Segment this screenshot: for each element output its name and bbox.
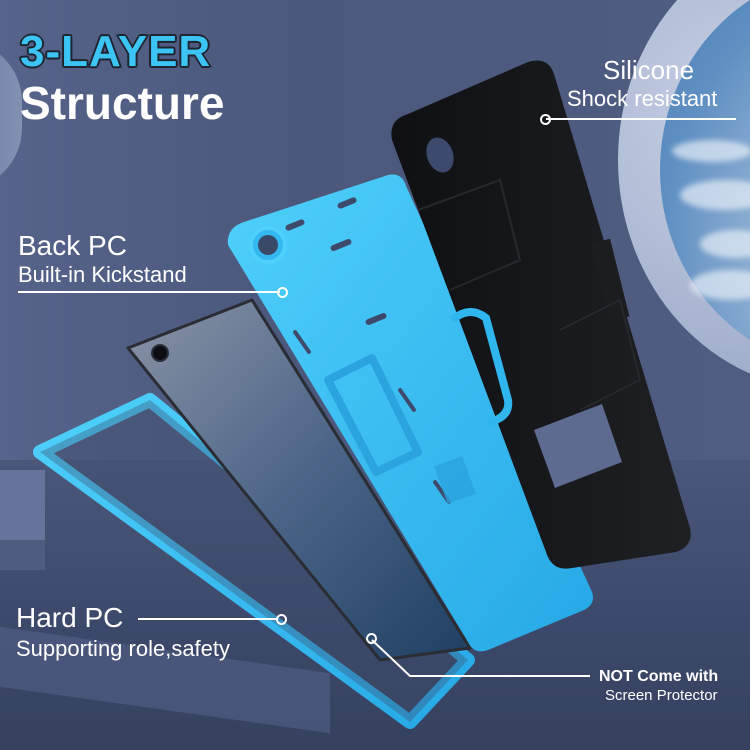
back-pc-shell [227, 174, 594, 652]
tablet-camera-icon [151, 344, 169, 362]
back-pc-callout-title: Back PC [18, 230, 127, 261]
screen-protector-callout-subtitle: Screen Protector [605, 687, 718, 704]
screen-protector-callout-title: NOT Come with [599, 668, 719, 685]
screen-protector-callout-marker [366, 633, 377, 644]
hard-pc-callout-title: Hard PC [16, 602, 124, 633]
cloud [700, 230, 750, 258]
silicone-callout-marker [540, 114, 551, 125]
back-pc-callout-subtitle: Built-in Kickstand [18, 262, 187, 287]
back-pc-callout-line [18, 291, 280, 293]
hard-pc-callout-marker [276, 614, 287, 625]
cloud [690, 270, 750, 300]
hard-pc-callout-subtitle: Supporting role,safety [16, 636, 231, 661]
back-pc-callout-marker [277, 287, 288, 298]
silicone-callout-line [546, 118, 736, 120]
hard-pc-callout-line [138, 618, 278, 620]
headline-3-layer: 3-LAYER [18, 27, 212, 76]
silicone-shell [391, 60, 691, 569]
headline-structure: Structure [20, 77, 225, 129]
decorative-block-side [0, 540, 45, 570]
cloud [680, 180, 750, 210]
silicone-callout-title: Silicone [603, 55, 695, 85]
decorative-half-disc [0, 40, 22, 190]
cloud [672, 140, 750, 162]
decorative-block [0, 470, 45, 540]
silicone-callout-subtitle: Shock resistant [567, 86, 718, 111]
